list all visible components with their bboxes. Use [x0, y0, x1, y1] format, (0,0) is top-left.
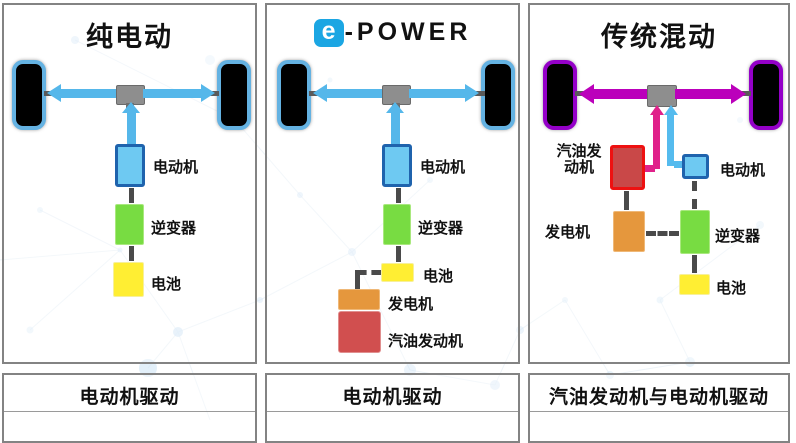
battery-label: 电池	[423, 268, 454, 285]
engine-label-line1: 汽油发	[556, 143, 602, 160]
panel-pure-ev: 纯电动 电动机 逆变器 电池	[2, 3, 257, 364]
motor-power-arrow-head-icon	[122, 102, 140, 113]
motor-power-arrow-head-icon	[664, 105, 678, 115]
wheel-left	[277, 60, 311, 130]
wheel-left	[543, 60, 577, 130]
epower-logo-e-icon: e	[313, 17, 344, 47]
motor-power-arrow-elbow	[674, 161, 683, 168]
motor-inverter-connector	[692, 181, 697, 209]
drive-arrow-right-shaft	[675, 89, 731, 99]
engine-label-line2: 动机	[563, 159, 594, 176]
panel-epower: e -POWER 电动机 逆变器 电池 发电机 汽油发动机	[265, 3, 520, 364]
caption-divider	[530, 411, 788, 412]
epower-logo-text: -POWER	[344, 18, 472, 46]
wheel-left	[12, 60, 46, 130]
panel-hybrid-title: 传统混动	[601, 22, 717, 52]
motor-power-arrow-shaft	[667, 114, 674, 166]
engine-power-arrow-shaft	[653, 114, 660, 169]
inverter-label: 逆变器	[715, 228, 761, 245]
drive-arrow-right-shaft	[409, 89, 465, 98]
inverter-battery-connector	[692, 255, 697, 273]
drive-arrow-right-head-icon	[731, 84, 746, 104]
engine-label: 汽油发动机	[388, 333, 464, 350]
panel-traditional-hybrid: 传统混动 汽油发 动机 电动机 发电机 逆变器 电池	[528, 3, 790, 364]
motor-power-arrow-shaft	[391, 112, 400, 144]
epower-logo: e -POWER	[267, 17, 518, 47]
motor-box	[382, 144, 412, 187]
drive-arrow-left-shaft	[327, 89, 382, 98]
engine-generator-connector	[624, 191, 629, 210]
generator-box	[613, 211, 645, 252]
motor-box	[682, 154, 709, 179]
battery-box	[381, 263, 414, 282]
generator-label: 发电机	[545, 224, 591, 241]
inverter-box	[383, 204, 411, 245]
engine-power-arrow-elbow	[645, 165, 655, 172]
caption-box-hybrid: 汽油发动机与电动机驱动	[528, 373, 790, 443]
wheel-right	[217, 60, 251, 130]
engine-box	[610, 145, 645, 190]
drive-arrow-left-shaft	[593, 89, 647, 99]
motor-label: 电动机	[153, 159, 199, 176]
motor-inverter-connector	[396, 188, 401, 203]
generator-inverter-connector	[646, 231, 679, 236]
inverter-box	[115, 204, 144, 245]
battery-label: 电池	[716, 280, 747, 297]
engine-label: 汽油发 动机	[550, 144, 608, 176]
motor-label: 电动机	[420, 159, 466, 176]
wheel-right	[481, 60, 515, 130]
inverter-battery-connector	[129, 246, 134, 261]
wheel-right	[749, 60, 783, 130]
drive-arrow-left-shaft	[61, 89, 116, 98]
drive-arrow-right-head-icon	[465, 84, 479, 102]
motor-power-arrow-shaft	[127, 112, 136, 144]
inverter-battery-connector	[396, 246, 401, 262]
caption-divider	[267, 411, 518, 412]
engine-box	[338, 311, 381, 353]
caption-hybrid: 汽油发动机与电动机驱动	[548, 387, 769, 408]
caption-pure-ev: 电动机驱动	[79, 387, 180, 408]
battery-label: 电池	[151, 276, 182, 293]
caption-epower: 电动机驱动	[342, 387, 443, 408]
battery-box	[113, 262, 144, 297]
motor-inverter-connector	[129, 188, 134, 203]
generator-box	[338, 289, 380, 310]
battery-generator-connector-v	[355, 270, 360, 289]
caption-box-epower: 电动机驱动	[265, 373, 520, 443]
gearbox	[647, 85, 677, 107]
inverter-label: 逆变器	[151, 220, 197, 237]
battery-box	[679, 274, 710, 295]
engine-power-arrow-head-icon	[650, 105, 664, 115]
inverter-box	[680, 210, 710, 254]
motor-label: 电动机	[720, 162, 766, 179]
drive-arrow-left-head-icon	[313, 84, 327, 102]
motor-box	[115, 144, 145, 187]
panel-pure-ev-title: 纯电动	[86, 22, 173, 52]
drive-arrow-right-head-icon	[201, 84, 215, 102]
drive-arrow-right-shaft	[143, 89, 201, 98]
motor-power-arrow-head-icon	[386, 102, 404, 113]
drive-arrow-left-head-icon	[47, 84, 61, 102]
battery-generator-connector-h	[357, 270, 381, 275]
inverter-label: 逆变器	[418, 220, 464, 237]
caption-box-pure-ev: 电动机驱动	[2, 373, 257, 443]
drive-arrow-left-head-icon	[579, 84, 594, 104]
caption-divider	[4, 411, 255, 412]
generator-label: 发电机	[388, 296, 434, 313]
